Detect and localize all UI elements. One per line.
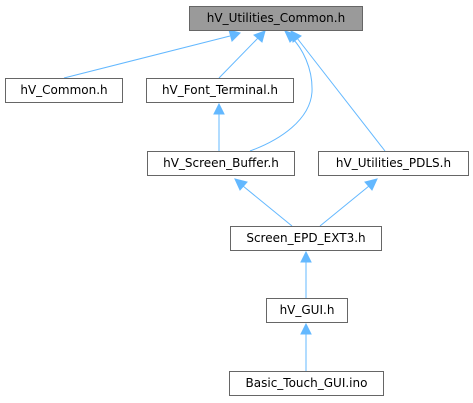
edge-basic-touch-gui-to-gui xyxy=(300,322,312,371)
node-hv-screen-buffer[interactable]: hV_Screen_Buffer.h xyxy=(147,151,295,176)
node-screen-epd-ext3[interactable]: Screen_EPD_EXT3.h xyxy=(230,226,382,251)
edge-font-terminal-to-utilities-common xyxy=(218,30,266,79)
node-hv-gui[interactable]: hV_GUI.h xyxy=(266,298,348,323)
edge-utilities-pdls-to-utilities-common xyxy=(290,30,386,152)
node-hv-font-terminal[interactable]: hV_Font_Terminal.h xyxy=(146,78,294,103)
node-hv-common[interactable]: hV_Common.h xyxy=(5,78,123,103)
node-basic-touch-gui[interactable]: Basic_Touch_GUI.ino xyxy=(229,371,384,396)
edge-screen-epd-to-screen-buffer xyxy=(234,178,293,227)
edge-screen-buffer-to-font-terminal xyxy=(213,102,225,151)
node-hv-utilities-common: hV_Utilities_Common.h xyxy=(189,6,363,31)
edge-common-to-utilities-common xyxy=(63,29,241,79)
edge-screen-epd-to-utilities-pdls xyxy=(319,178,378,227)
edge-gui-to-screen-epd xyxy=(300,250,312,298)
node-hv-utilities-pdls[interactable]: hV_Utilities_PDLS.h xyxy=(318,151,469,176)
